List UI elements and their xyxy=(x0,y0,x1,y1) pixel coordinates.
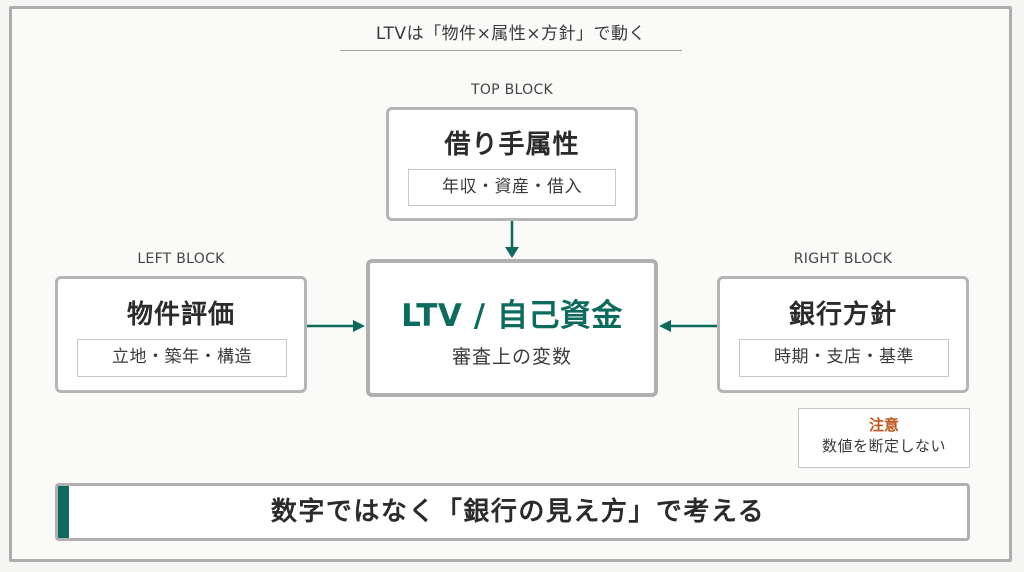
banner-accent-bar xyxy=(58,486,69,538)
arrow-left-icon xyxy=(659,320,671,332)
right-block-label: RIGHT BLOCK xyxy=(793,251,893,267)
caution-text: 数値を断定しない xyxy=(821,437,946,455)
takeaway-banner: 数字ではなく「銀行の見え方」で考える xyxy=(55,483,970,541)
diagram-title: LTVは「物件×属性×方針」で動く xyxy=(340,20,682,51)
arrow-top-to-center xyxy=(505,221,519,258)
arrow-down-icon xyxy=(505,247,519,258)
arrow-right-to-center xyxy=(659,320,717,332)
left-block-title: 物件評価 xyxy=(126,300,235,330)
right-block-title: 銀行方針 xyxy=(788,300,897,330)
left-block-label: LEFT BLOCK xyxy=(137,251,225,267)
top-block: 借り手属性 年収・資産・借入 xyxy=(386,107,638,221)
left-block-detail-box: 立地・築年・構造 xyxy=(77,339,287,377)
top-block-detail-box: 年収・資産・借入 xyxy=(408,169,616,206)
banner-text: 数字ではなく「銀行の見え方」で考える xyxy=(270,497,766,527)
top-block-label: TOP BLOCK xyxy=(470,82,554,98)
left-block: 物件評価 立地・築年・構造 xyxy=(55,276,307,393)
top-block-title: 借り手属性 xyxy=(444,130,580,160)
right-block: 銀行方針 時期・支店・基準 xyxy=(717,276,969,393)
arrow-right-icon xyxy=(353,320,365,332)
left-block-detail: 立地・築年・構造 xyxy=(112,347,252,367)
right-block-detail-box: 時期・支店・基準 xyxy=(739,339,949,377)
right-block-detail: 時期・支店・基準 xyxy=(774,347,914,367)
top-block-detail: 年収・資産・借入 xyxy=(442,177,582,197)
caution-title: 注意 xyxy=(868,416,899,434)
center-block-subtitle: 審査上の変数 xyxy=(451,346,572,368)
caution-note: 注意 数値を断定しない xyxy=(798,408,970,468)
center-block-title: LTV / 自己資金 xyxy=(401,298,623,334)
center-block: LTV / 自己資金 審査上の変数 xyxy=(366,259,658,397)
arrow-left-to-center xyxy=(307,320,365,332)
